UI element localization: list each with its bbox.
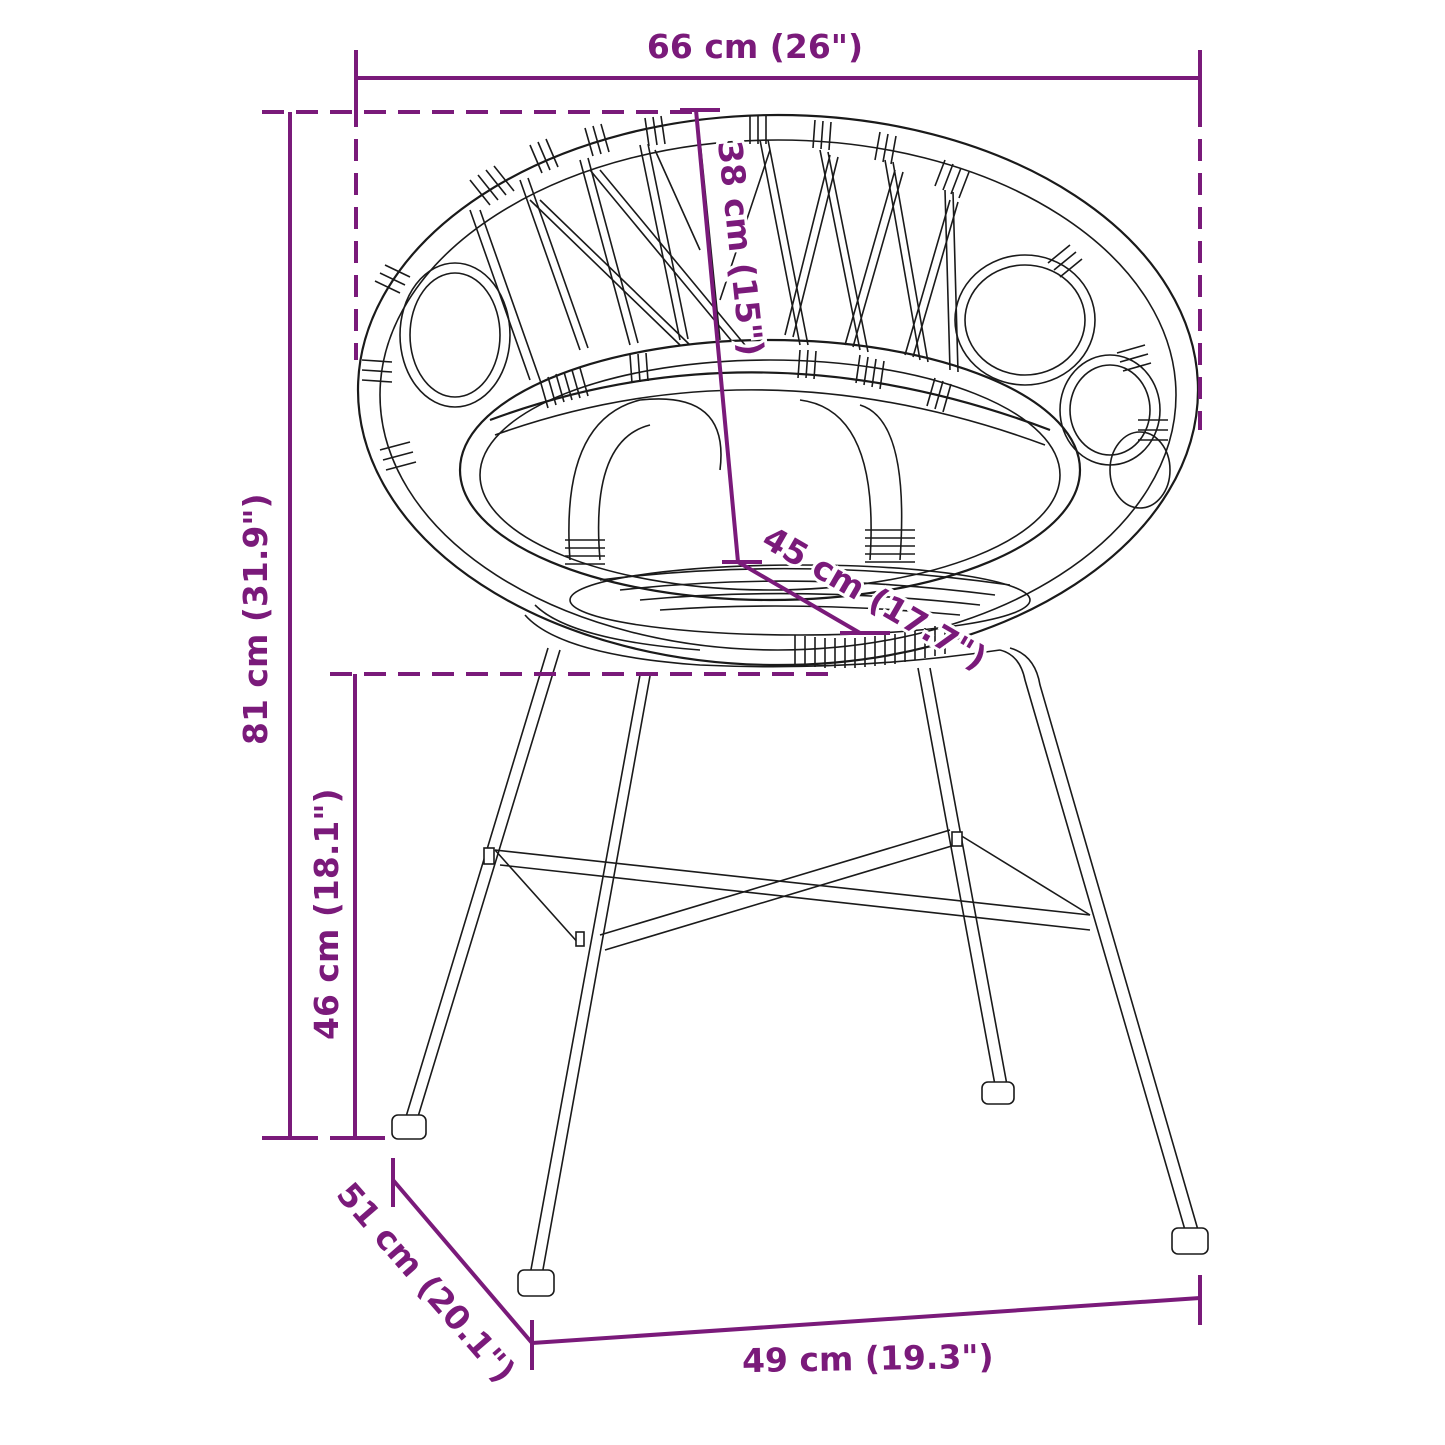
- seat-height-label: 46 cm (18.1"): [307, 788, 346, 1040]
- chair-illustration: [356, 113, 1209, 1297]
- rim-wrap-bands: [361, 115, 1168, 668]
- backrest-height-dimension: 38 cm (15"): [680, 108, 774, 563]
- backrest-lower-band: [489, 349, 1051, 446]
- side-ring-decorations: [399, 254, 1171, 509]
- total-height-dimension: 81 cm (31.9"): [236, 110, 700, 1140]
- backrest-arch-supports: [565, 398, 915, 565]
- leg-stretchers: [483, 829, 1091, 951]
- depth-dimension: 51 cm (20.1"): [329, 1158, 534, 1390]
- width-dimension: 66 cm (26"): [354, 27, 1202, 430]
- width-label: 66 cm (26"): [647, 27, 863, 66]
- seat-support-ring: [524, 604, 1001, 668]
- leg-span-label: 49 cm (19.3"): [742, 1337, 994, 1380]
- backrest-lattice: [469, 139, 959, 381]
- total-height-label: 81 cm (31.9"): [236, 493, 275, 745]
- depth-label: 51 cm (20.1"): [329, 1175, 524, 1390]
- seat-weave: [569, 564, 1031, 636]
- seat-height-dimension: 46 cm (18.1"): [307, 672, 840, 1140]
- chair-legs: [404, 647, 1199, 1276]
- seat-depth-dimension: 45 cm (17.7"): [722, 515, 996, 681]
- leg-span-dimension: 49 cm (19.3"): [531, 1275, 1202, 1380]
- leg-feet-caps: [391, 1081, 1209, 1297]
- dimension-annotations: 66 cm (26") 38 cm (15") 45 cm (17.7") 81…: [236, 27, 1202, 1390]
